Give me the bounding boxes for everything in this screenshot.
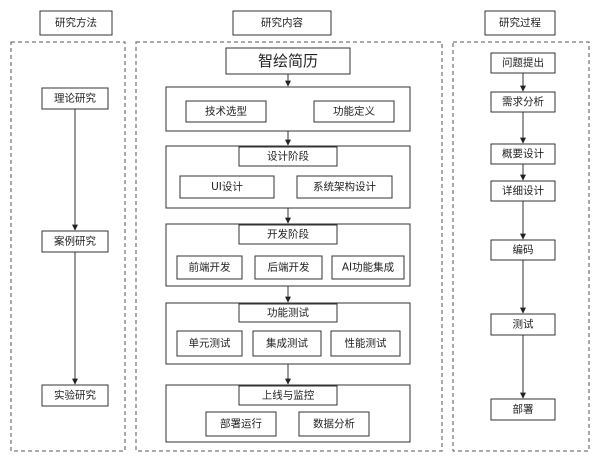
- right-item-testing-label: 测试: [513, 318, 534, 331]
- left-header-label: 研究方法: [55, 16, 97, 29]
- stage3-item-backend-label: 后端开发: [268, 261, 310, 274]
- stage5-item-data-analysis: [298, 411, 370, 437]
- stage5-header: [238, 385, 338, 406]
- stage4-header: [238, 303, 338, 323]
- stage4-item-integration-test: [252, 330, 322, 357]
- stage5-item-data-analysis-label: 数据分析: [313, 417, 355, 430]
- stage3-header: [238, 224, 338, 245]
- right-item-outline-design-label: 概要设计: [502, 147, 544, 160]
- right-column: 研究过程 问题提出 需求分析 概要设计 详细设计 编码 测试 部署: [452, 10, 590, 452]
- stage3-item-frontend-label: 前端开发: [189, 261, 231, 274]
- right-item-detail-design-label: 详细设计: [502, 184, 544, 197]
- stage2-header: [238, 146, 338, 167]
- stage2-header-label: 设计阶段: [267, 150, 309, 163]
- right-item-coding-label: 编码: [513, 243, 534, 256]
- left-column: 研究方法 理论研究 案例研究 实验研究: [10, 10, 126, 452]
- project-title: 智绘简历: [258, 52, 318, 70]
- right-item-deploy-label: 部署: [513, 403, 534, 416]
- center-header-label: 研究内容: [261, 16, 303, 29]
- stage3-header-label: 开发阶段: [267, 228, 309, 241]
- left-header-box: [39, 10, 113, 36]
- stage1-item-feature-definition: [313, 100, 395, 123]
- stage3-item-backend: [254, 255, 323, 280]
- right-header-label: 研究过程: [499, 16, 541, 29]
- stage3-item-ai-integration: [331, 255, 405, 280]
- center-dashed-container: [135, 41, 443, 452]
- center-header-box: [232, 10, 332, 36]
- stage1-item-tech-selection-label: 技术选型: [205, 105, 247, 118]
- stage4-item-unit-test-label: 单元测试: [189, 337, 231, 350]
- left-item-theory-label: 理论研究: [54, 92, 96, 105]
- stage3-item-frontend: [176, 255, 243, 280]
- right-item-problem-label: 问题提出: [502, 56, 544, 69]
- left-item-case-label: 案例研究: [54, 235, 96, 248]
- right-dashed-container: [452, 41, 590, 452]
- stage2-item-ui-design-label: UI设计: [211, 180, 243, 193]
- stage2-item-architecture-design: [296, 175, 393, 199]
- stage4-item-integration-test-label: 集成测试: [266, 337, 308, 350]
- left-dashed-container: [10, 41, 126, 452]
- right-item-requirements-label: 需求分析: [502, 95, 544, 108]
- center-column: 研究内容 智绘简历 技术选型 功能定义 设计阶段 UI设计 系统架构设计 开发阶…: [135, 10, 443, 452]
- stage3-item-ai-integration-label: AI功能集成: [342, 261, 395, 274]
- stage5-item-deployment: [205, 411, 277, 437]
- right-item-deploy: [490, 398, 556, 421]
- stage1-item-feature-definition-label: 功能定义: [333, 105, 375, 118]
- left-item-experiment-label: 实验研究: [54, 389, 96, 402]
- stage4-item-unit-test: [176, 330, 243, 357]
- project-title-box: [225, 47, 351, 75]
- left-item-experiment: [41, 384, 109, 407]
- stage4-item-performance-test: [330, 330, 401, 357]
- stage1-item-tech-selection: [185, 100, 267, 123]
- right-header-box: [484, 10, 556, 36]
- stage2-item-architecture-design-label: 系统架构设计: [313, 180, 376, 193]
- stage5-header-label: 上线与监控: [262, 389, 315, 402]
- stage5-item-deployment-label: 部署运行: [220, 417, 262, 430]
- stage2-item-ui-design: [179, 175, 275, 199]
- stage4-header-label: 功能测试: [267, 306, 309, 319]
- stage4-item-performance-test-label: 性能测试: [345, 337, 387, 350]
